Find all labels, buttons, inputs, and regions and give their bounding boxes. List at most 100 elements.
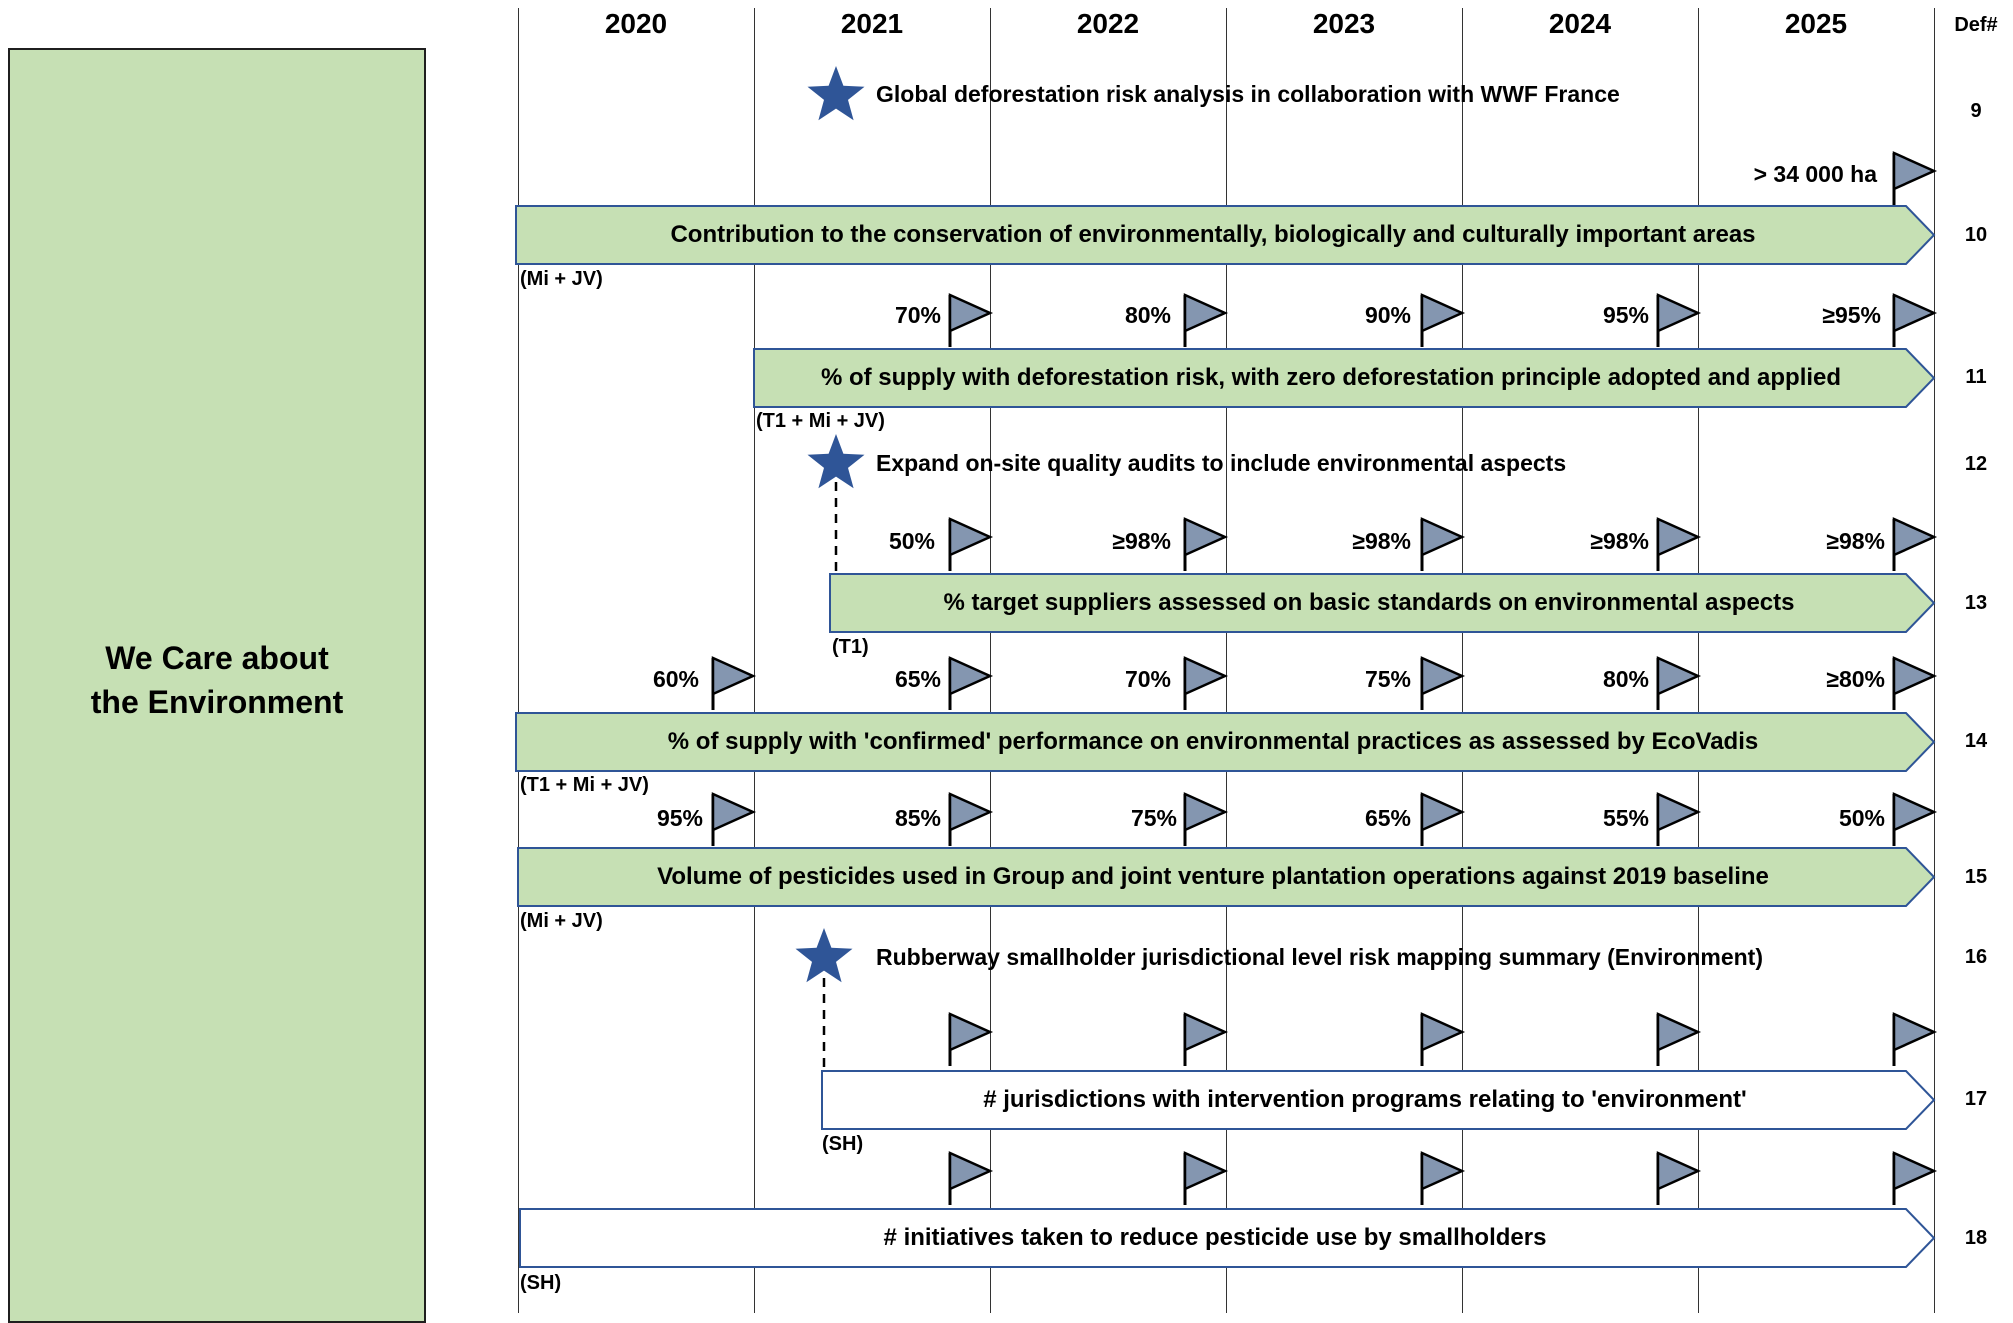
grid-line [1226, 8, 1227, 1313]
target-label: ≥98% [1352, 528, 1411, 554]
target-label: 50% [1838, 805, 1885, 831]
target-label: ≥98% [1826, 528, 1885, 554]
flag-icon [1420, 293, 1466, 333]
flag-icon [948, 1012, 994, 1052]
target-label: 70% [894, 302, 941, 328]
flag-icon [1183, 792, 1229, 832]
flag-icon [1420, 656, 1466, 696]
scope-label-11: (T1 + Mi + JV) [756, 410, 885, 432]
kpi-arrow-label-13: % target suppliers assessed on basic sta… [943, 589, 1795, 616]
flag-icon [948, 517, 994, 557]
flag-icon [1420, 1012, 1466, 1052]
target-label: 80% [1602, 666, 1649, 692]
scope-label-10: (Mi + JV) [520, 268, 603, 290]
flag-icon [1656, 656, 1702, 696]
flag-icon [1656, 792, 1702, 832]
target-label: 70% [1124, 666, 1171, 692]
scope-label-13: (T1) [832, 636, 869, 658]
flag-icon [711, 792, 757, 832]
kpi-arrow-shape [515, 205, 1936, 265]
milestone-text-12: Expand on-site quality audits to include… [876, 450, 1567, 476]
flag-icon [1656, 293, 1702, 333]
kpi-arrow-shape [515, 712, 1936, 772]
flag-icon [1420, 517, 1466, 557]
target-label: ≥98% [1590, 528, 1649, 554]
flag-icon [1183, 1012, 1229, 1052]
scope-label-18: (SH) [520, 1272, 562, 1294]
target-label: 75% [1130, 805, 1177, 831]
grid-line [754, 8, 755, 1313]
grid-line [990, 8, 991, 1313]
flag-icon [1892, 656, 1938, 696]
flag-icon [1656, 517, 1702, 557]
flag-icon [1420, 1151, 1466, 1191]
target-label: 90% [1364, 302, 1411, 328]
flag-icon [1183, 1151, 1229, 1191]
kpi-arrow-shape [821, 1070, 1936, 1130]
kpi-arrow-shape [829, 573, 1936, 633]
milestone-text-9: Global deforestation risk analysis in co… [876, 81, 1620, 107]
def-number-14: 14 [1964, 730, 1988, 752]
flag-icon [1183, 517, 1229, 557]
flag-icon [1892, 1012, 1938, 1052]
target-label: 65% [894, 666, 941, 692]
target-label: ≥95% [1822, 302, 1881, 328]
def-number-9: 9 [1970, 100, 1982, 122]
def-number-17: 17 [1964, 1088, 1988, 1110]
target-label: ≥80% [1826, 666, 1885, 692]
target-label: 95% [1602, 302, 1649, 328]
scope-label-14: (T1 + Mi + JV) [520, 774, 649, 796]
milestone-text-16: Rubberway smallholder jurisdictional lev… [876, 944, 1764, 970]
scope-label-15: (Mi + JV) [520, 910, 603, 932]
flag-icon [948, 792, 994, 832]
kpi-arrow-shape [517, 847, 1936, 907]
kpi-arrow-label-14: % of supply with 'confirmed' performance… [667, 728, 1759, 755]
grid-line [1462, 8, 1463, 1313]
flag-icon [1892, 517, 1938, 557]
flag-icon [711, 656, 757, 696]
kpi-arrow-label-10: Contribution to the conservation of envi… [670, 221, 1756, 248]
kpi-arrow-shape [753, 348, 1936, 408]
def-number-11: 11 [1965, 366, 1987, 388]
year-header-2020: 2020 [604, 8, 668, 39]
pillar-panel [8, 48, 426, 1323]
target-label: > 34 000 ha [1753, 161, 1877, 187]
kpi-arrow-label-17: # jurisdictions with intervention progra… [983, 1086, 1747, 1113]
flag-icon [1183, 293, 1229, 333]
def-number-10: 10 [1964, 224, 1988, 246]
pillar-title: We Care about the Environment [90, 640, 344, 720]
def-number-13: 13 [1964, 592, 1988, 614]
target-label: 60% [652, 666, 699, 692]
star-icon [807, 434, 865, 489]
grid-line [1698, 8, 1699, 1313]
flag-icon [1420, 792, 1466, 832]
def-number-18: 18 [1964, 1227, 1988, 1249]
flag-icon [1183, 656, 1229, 696]
grid-line [1934, 8, 1935, 1313]
year-header-2025: 2025 [1784, 8, 1848, 39]
def-number-15: 15 [1964, 866, 1988, 888]
target-label: 85% [894, 805, 941, 831]
target-label: 80% [1124, 302, 1171, 328]
flag-icon [1656, 1012, 1702, 1052]
target-label: 65% [1364, 805, 1411, 831]
target-label: ≥98% [1112, 528, 1171, 554]
flag-icon [948, 656, 994, 696]
flag-icon [948, 1151, 994, 1191]
flag-icon [1892, 293, 1938, 333]
flag-icon [948, 293, 994, 333]
kpi-arrow-label-15: Volume of pesticides used in Group and j… [657, 863, 1769, 890]
grid-line [518, 8, 519, 1313]
flag-icon [1892, 1151, 1938, 1191]
year-header-2024: 2024 [1548, 8, 1612, 39]
kpi-arrow-label-18: # initiatives taken to reduce pesticide … [883, 1224, 1547, 1251]
year-header-2023: 2023 [1312, 8, 1376, 39]
target-label: 75% [1364, 666, 1411, 692]
target-label: 55% [1602, 805, 1649, 831]
def-column-header: Def# [1954, 14, 1998, 36]
target-label: 50% [888, 528, 935, 554]
def-number-12: 12 [1964, 453, 1988, 475]
star-icon [795, 928, 853, 983]
